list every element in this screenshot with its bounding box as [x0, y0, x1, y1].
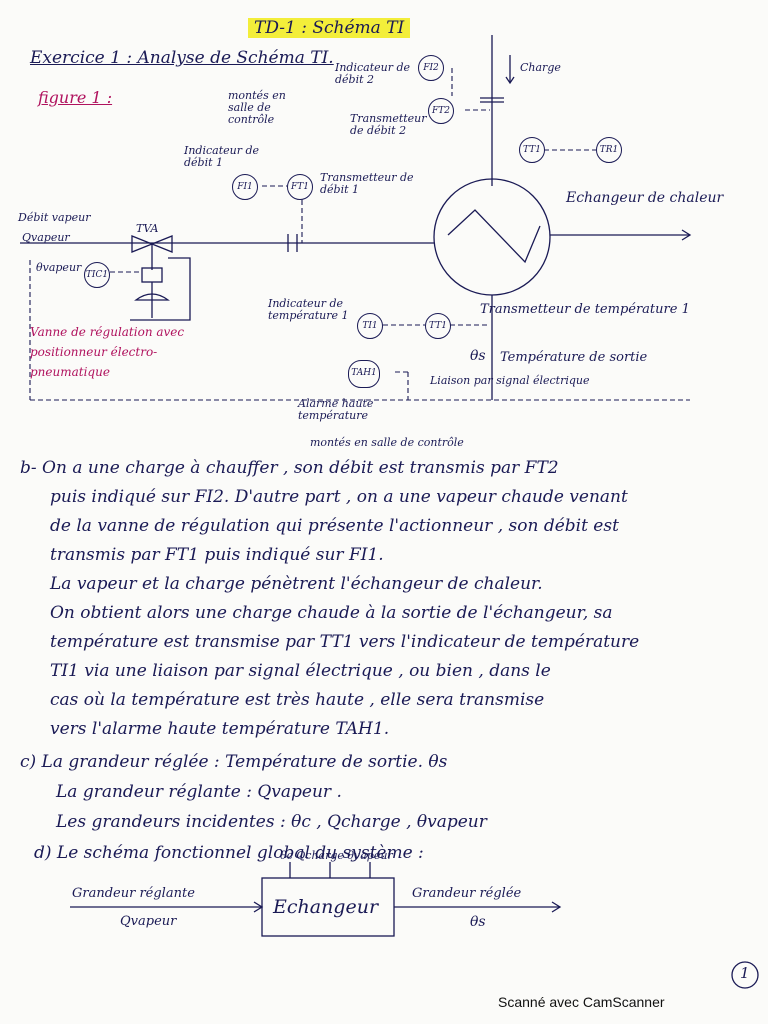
ft1-bubble: FT1 [287, 174, 313, 200]
label-debit-vapeur: Débit vapeur [18, 211, 91, 224]
camscanner-footer: Scanné avec CamScanner [498, 994, 665, 1010]
figure-label: figure 1 : [38, 88, 113, 107]
ti1-bubble: TI1 [357, 313, 383, 339]
label-transmetteur-debit2: Transmetteur de débit 2 [350, 112, 427, 137]
block-left-label: Grandeur réglante [72, 886, 195, 901]
para-c-line-2: La grandeur réglante : Qvapeur . [56, 782, 342, 802]
para-b-line-5: La vapeur et la charge pénètrent l'échan… [50, 574, 543, 594]
label-transmetteur-debit1: Transmetteur de débit 1 [320, 171, 414, 196]
block-right-label: Grandeur réglée [412, 886, 522, 901]
label-indicateur-temp1: Indicateur de température 1 [268, 297, 349, 322]
exchanger-circle [433, 178, 551, 296]
ft2-bubble: FT2 [428, 98, 454, 124]
label-liaison: Liaison par signal électrique [430, 374, 590, 387]
block-inputs-top: θc Qcharge θvapeur [280, 849, 393, 862]
para-b-line-8: TI1 via une liaison par signal électriqu… [50, 661, 551, 681]
fi2-bubble: FI2 [418, 55, 444, 81]
exchanger-zigzag [447, 209, 541, 264]
para-b-line-9: cas où la température est très haute , e… [50, 690, 545, 710]
page-number: 1 [740, 964, 750, 982]
label-vanne: Vanne de régulation avec positionneur él… [30, 325, 185, 379]
block-echangeur: Echangeur [273, 896, 379, 918]
label-monte-salle-bottom: montés en salle de contrôle [310, 436, 464, 449]
tic1-bubble: TIC1 [84, 262, 110, 288]
page-title: TD-1 : Schéma TI [248, 18, 411, 38]
para-b-line-1: b- On a une charge à chauffer , son débi… [20, 458, 559, 478]
para-b-line-2: puis indiqué sur FI2. D'autre part , on … [50, 487, 628, 507]
label-temp-sortie: Température de sortie [500, 350, 648, 365]
para-d-heading: d) Le schéma fonctionnel global du systè… [34, 843, 424, 863]
para-b-line-3: de la vanne de régulation qui présente l… [50, 516, 619, 536]
tt1-bottom-bubble: TT1 [425, 313, 451, 339]
para-c-line-1: c) La grandeur réglée : Température de s… [20, 752, 448, 772]
label-theta-vapeur: θvapeur [36, 261, 82, 274]
tt1-bubble: TT1 [519, 137, 545, 163]
label-monte-salle: montés en salle de contrôle [228, 89, 286, 126]
label-q-vapeur: Qvapeur [22, 231, 70, 244]
block-left-sub: Qvapeur [120, 914, 177, 929]
label-indicateur-debit1: Indicateur de débit 1 [184, 144, 260, 169]
label-indicateur-debit2: Indicateur de débit 2 [335, 61, 411, 86]
label-echangeur: Echangeur de chaleur [566, 190, 724, 206]
para-b-line-6: On obtient alors une charge chaude à la … [50, 603, 613, 623]
para-b-line-7: température est transmise par TT1 vers l… [50, 632, 640, 652]
para-b-line-4: transmis par FT1 puis indiqué sur FI1. [50, 545, 384, 565]
label-theta-s: θs [470, 348, 486, 364]
label-charge: Charge [520, 61, 561, 74]
para-b-line-10: vers l'alarme haute température TAH1. [50, 719, 390, 739]
label-alarme: Alarme haute température [298, 397, 374, 422]
valve-tag: TVA [136, 222, 159, 235]
fi1-bubble: FI1 [232, 174, 258, 200]
block-right-sub: θs [470, 914, 486, 930]
tr1-bubble: TR1 [596, 137, 622, 163]
tah1-bubble: TAH1 [348, 360, 380, 388]
label-transmetteur-temp1: Transmetteur de température 1 [480, 302, 690, 317]
para-c-line-3: Les grandeurs incidentes : θc , Qcharge … [56, 812, 487, 832]
exercise-title: Exercice 1 : Analyse de Schéma TI. [30, 48, 334, 68]
